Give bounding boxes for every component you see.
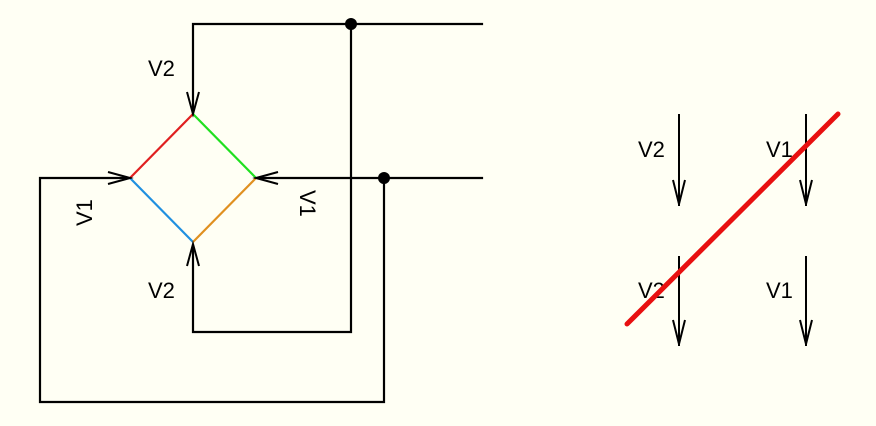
matrix-label-top-right: V1 bbox=[766, 137, 793, 162]
bridge-edge-top-right bbox=[192, 113, 257, 179]
matrix-arrow-top-left-icon bbox=[672, 179, 686, 205]
wires bbox=[38, 22, 484, 404]
arrow-left-right-icon bbox=[107, 171, 134, 185]
bridge-circuit: V2 V2 V1 V1 bbox=[38, 18, 484, 404]
arrow-right-left-icon bbox=[252, 171, 279, 185]
outer-loop-wire bbox=[38, 176, 386, 404]
label-v1-right: V1 bbox=[295, 190, 320, 217]
matrix-arrow-bottom-right-icon bbox=[799, 319, 813, 345]
bridge-edge-bottom-left bbox=[129, 177, 194, 243]
top-loop-wire bbox=[191, 22, 484, 114]
arrow-top-down-icon bbox=[186, 91, 200, 118]
arrow-matrix: V2 V1 V2 V1 bbox=[624, 111, 841, 346]
label-v1-left: V1 bbox=[72, 199, 97, 226]
bridge-edge-top-left bbox=[129, 113, 194, 179]
matrix-arrow-bottom-left-icon bbox=[672, 319, 686, 345]
matrix-arrow-top-right-icon bbox=[799, 179, 813, 205]
arrow-bottom-up-icon bbox=[186, 240, 200, 267]
matrix-label-top-left: V2 bbox=[638, 137, 665, 162]
diagonal-strike-line bbox=[624, 111, 841, 327]
bridge-edge-bottom-right bbox=[192, 177, 257, 243]
label-v2-bottom: V2 bbox=[148, 278, 175, 303]
label-v2-top: V2 bbox=[148, 56, 175, 81]
matrix-label-bottom-right: V1 bbox=[766, 278, 793, 303]
junction-dot-right bbox=[378, 172, 390, 184]
junction-dot-top bbox=[345, 18, 357, 30]
bridge-diamond bbox=[129, 113, 257, 243]
